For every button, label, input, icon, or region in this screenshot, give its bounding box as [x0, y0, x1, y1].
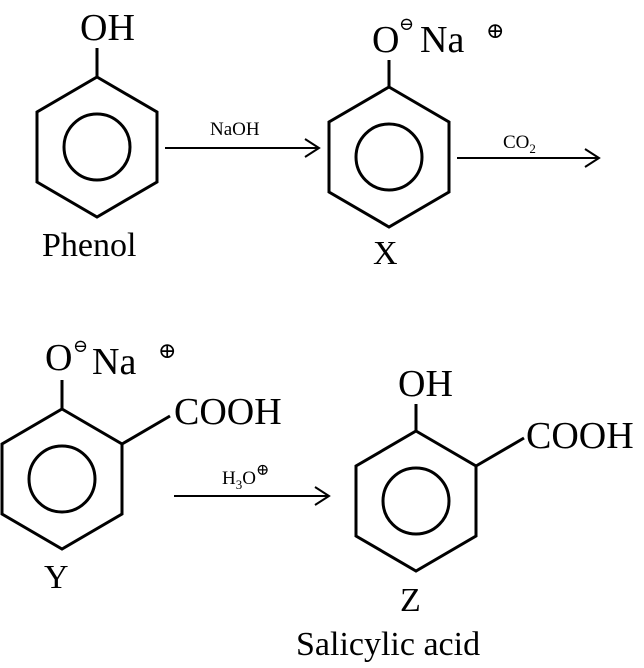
y-negative-charge: ⊖	[73, 336, 88, 356]
sodium-salicylate-y: O ⊖ Na ⊕ COOH Y	[0, 336, 282, 596]
phenol-molecule: OH Phenol	[35, 7, 159, 264]
phenol-aromatic-circle	[62, 112, 132, 182]
reagent-co2-label: CO2	[503, 132, 536, 156]
x-aromatic-circle	[354, 122, 424, 192]
arrow-step1-head	[304, 138, 321, 158]
x-benzene-ring	[327, 85, 451, 229]
phenol-benzene-ring	[35, 75, 159, 219]
reagent-h3o-label: H3O⊕	[222, 462, 269, 492]
x-negative-charge: ⊖	[399, 14, 414, 34]
z-cooh-label: COOH	[526, 415, 634, 457]
y-oxygen-label: O	[45, 337, 72, 379]
sodium-phenoxide-x: O ⊖ Na ⊕ X	[327, 14, 504, 272]
z-oh-label: OH	[398, 363, 453, 405]
z-aromatic-circle	[381, 466, 451, 536]
y-letter-label: Y	[44, 559, 69, 596]
y-cooh-bond	[121, 414, 171, 446]
reagent-naoh-label: NaOH	[210, 119, 260, 140]
arrow-step2-head	[584, 148, 601, 168]
salicylic-acid-z: OH COOH Z Salicylic acid	[296, 363, 634, 663]
phenol-name-label: Phenol	[42, 227, 136, 264]
y-cooh-label: COOH	[174, 391, 282, 433]
y-positive-charge: ⊕	[158, 338, 176, 363]
z-benzene-ring	[354, 429, 478, 573]
y-aromatic-circle	[27, 444, 97, 514]
x-sodium-label: Na	[420, 19, 464, 61]
arrow-step1: NaOH	[165, 119, 321, 158]
arrow-step2: CO2	[457, 132, 601, 168]
arrow-step3: H3O⊕	[174, 462, 331, 506]
x-positive-charge: ⊕	[486, 18, 504, 43]
z-letter-label: Z	[400, 582, 421, 619]
z-name-label: Salicylic acid	[296, 626, 480, 663]
y-benzene-ring	[0, 407, 124, 551]
y-sodium-label: Na	[92, 341, 136, 383]
z-cooh-bond	[475, 436, 525, 468]
x-letter-label: X	[373, 235, 398, 272]
x-oxygen-label: O	[372, 19, 399, 61]
phenol-oh-label: OH	[80, 7, 135, 49]
arrow-step3-head	[314, 486, 331, 506]
